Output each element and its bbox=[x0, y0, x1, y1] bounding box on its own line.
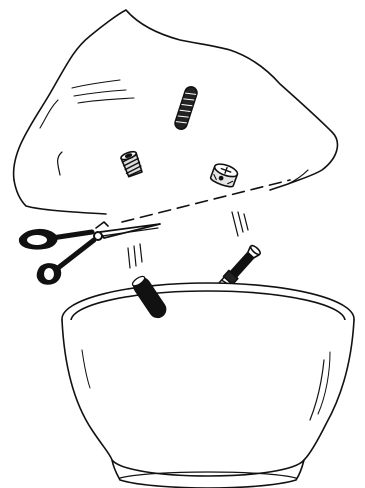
threaded-insert-icon bbox=[120, 150, 143, 177]
cut-line bbox=[122, 180, 290, 222]
scissors-icon bbox=[20, 222, 160, 284]
dowel-in-bag-icon bbox=[173, 85, 198, 131]
bag-icon bbox=[14, 10, 338, 214]
bowl-icon bbox=[62, 283, 354, 488]
motion-lines bbox=[128, 212, 248, 268]
cam-lock-icon bbox=[210, 162, 239, 189]
